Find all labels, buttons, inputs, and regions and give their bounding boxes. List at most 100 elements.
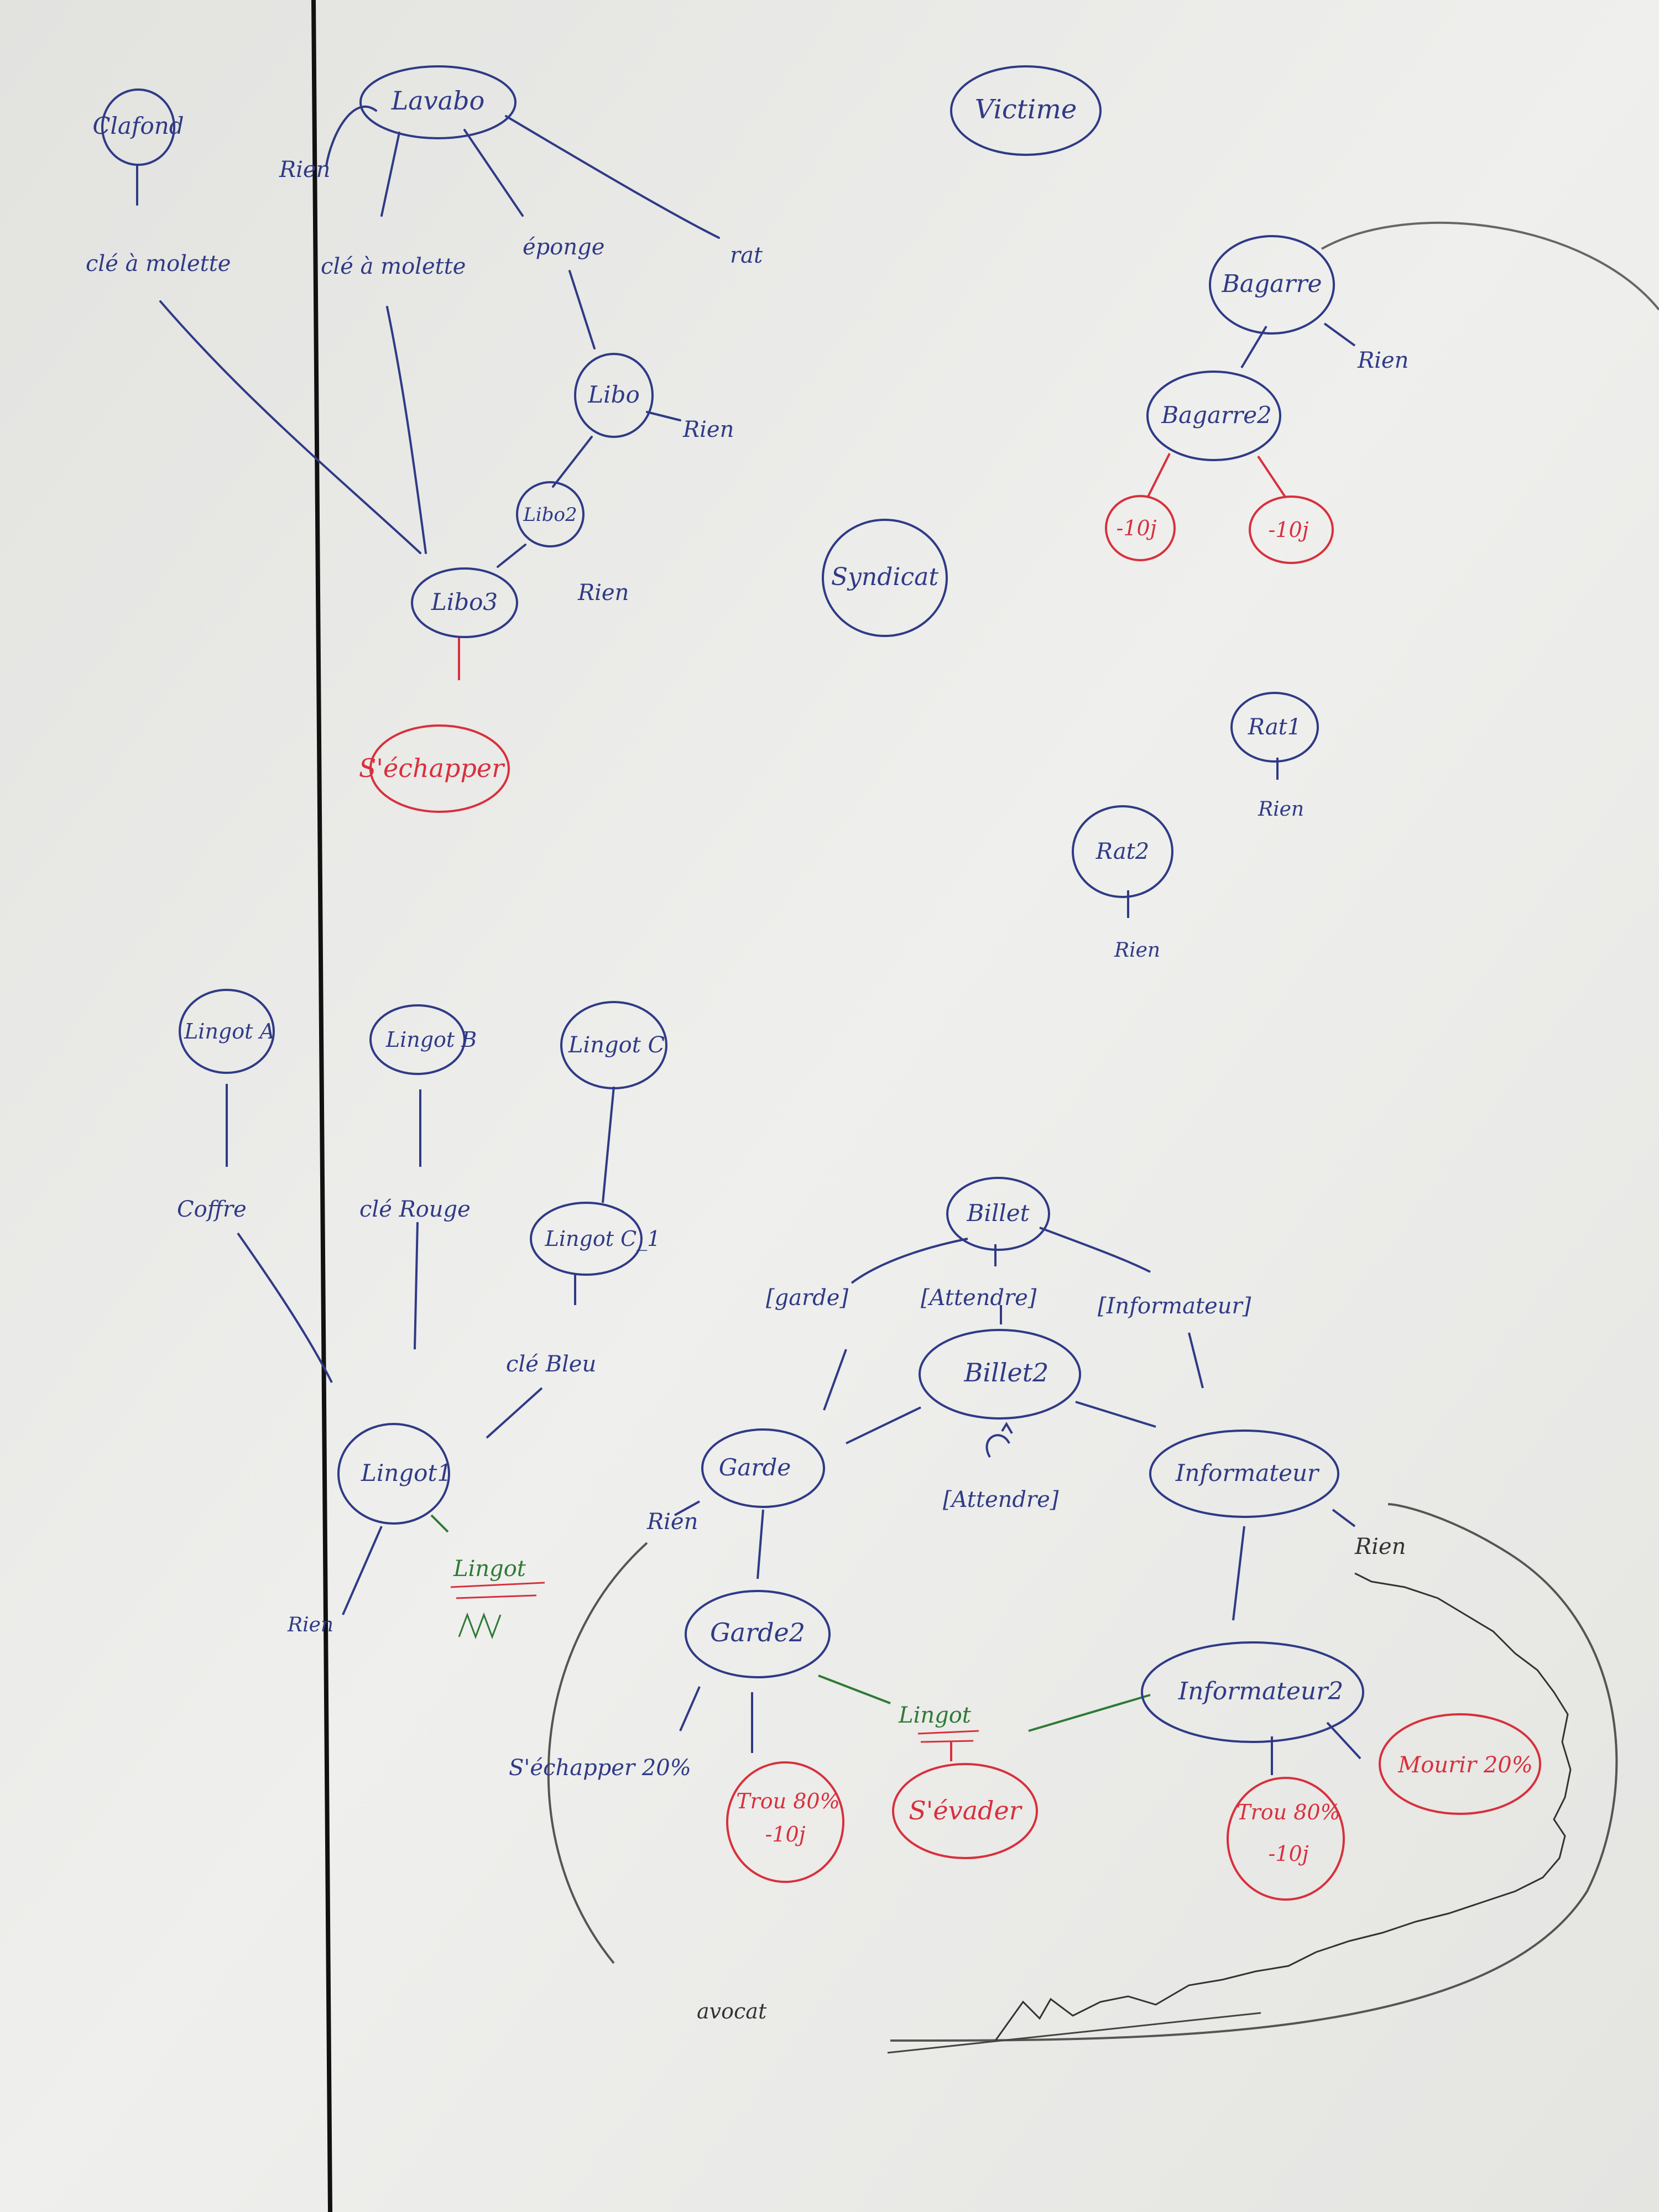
node-trou-info-penalty: -10j — [1269, 1841, 1309, 1866]
node-victime: Victime — [950, 65, 1102, 156]
pencil-avocat-enclosure — [547, 1503, 1618, 2042]
label-cle-rouge: clé Rouge — [359, 1197, 471, 1222]
label-rien-garde: Rien — [646, 1509, 698, 1535]
edge-lingot1-lingot — [430, 1514, 449, 1533]
node-s-echapper-label: S'échapper — [359, 753, 505, 783]
node-lingot-c1: Lingot C_1 — [530, 1202, 661, 1276]
label-s-echapper-20: S'échapper 20% — [509, 1755, 691, 1781]
label-lingot-green-2: Lingot — [898, 1703, 972, 1728]
node-lingot-c1-label: Lingot C_1 — [545, 1227, 661, 1251]
node-trou-garde: Trou 80% -10j — [726, 1761, 844, 1883]
node-informateur: Informateur — [1149, 1430, 1339, 1518]
node-libo: Libo — [574, 353, 654, 438]
scribble-green-1 — [458, 1612, 502, 1640]
label-rien-libo: Rien — [682, 417, 734, 442]
node-bagarre2: Bagarre2 — [1146, 371, 1281, 461]
label-cle-bleu: clé Bleu — [506, 1352, 596, 1377]
node-syndicat-label: Syndicat — [831, 563, 938, 591]
node-garde-label: Garde — [719, 1454, 791, 1481]
node-moins-10j-a-label: -10j — [1117, 516, 1157, 540]
node-s-evader-label: S'évader — [909, 1796, 1022, 1825]
label-cle-molette-1: clé à molette — [86, 251, 231, 276]
label-rien-libo2: Rien — [577, 580, 629, 606]
edges-billet — [674, 1227, 1361, 1775]
label-rien-lingot1: Rien — [287, 1614, 333, 1636]
node-trou-info-label: Trou 80% — [1237, 1800, 1340, 1824]
underline-lingot-green-2 — [917, 1730, 979, 1743]
node-billet-label: Billet — [967, 1199, 1030, 1227]
label-rien-informateur: Rien — [1354, 1534, 1406, 1559]
label-rien-bagarre: Rien — [1357, 348, 1408, 373]
label-rien-rat1: Rien — [1258, 798, 1304, 821]
node-libo3: Libo3 — [411, 567, 518, 638]
node-syndicat: Syndicat — [822, 519, 948, 637]
node-garde2-label: Garde2 — [710, 1618, 805, 1647]
node-lingot-c-label: Lingot C — [568, 1032, 665, 1058]
label-avocat: avocat — [697, 1999, 767, 2023]
node-s-evader: S'évader — [892, 1763, 1038, 1859]
node-billet2: Billet2 — [919, 1329, 1081, 1420]
node-rat1-label: Rat1 — [1248, 714, 1301, 740]
pencil-underline-bottom — [887, 2012, 1261, 2054]
node-trou-garde-penalty: -10j — [765, 1822, 806, 1846]
node-rat1: Rat1 — [1230, 692, 1319, 763]
node-trou-info: Trou 80% -10j — [1227, 1777, 1345, 1901]
edges-top-left — [136, 105, 720, 568]
node-rat2: Rat2 — [1072, 805, 1173, 898]
node-bagarre2-label: Bagarre2 — [1161, 401, 1272, 429]
label-opt-informateur: [Informateur] — [1098, 1293, 1251, 1319]
node-lingot-a-label: Lingot A — [184, 1019, 275, 1044]
node-informateur2-label: Informateur2 — [1178, 1677, 1344, 1705]
node-libo-label: Libo — [587, 381, 640, 408]
node-lingot1-label: Lingot1 — [361, 1459, 452, 1486]
label-eponge: éponge — [523, 234, 604, 260]
label-cle-molette-2: clé à molette — [321, 254, 466, 279]
edges-billet-green — [818, 1674, 1151, 1732]
node-libo2-label: Libo2 — [523, 504, 577, 526]
pencil-scribble-bottom — [994, 1572, 1572, 2041]
node-lingot-c: Lingot C — [560, 1001, 667, 1089]
node-garde2: Garde2 — [685, 1590, 831, 1678]
node-billet: Billet — [946, 1177, 1050, 1251]
node-victime-label: Victime — [975, 94, 1077, 125]
node-lavabo: Lavabo — [359, 65, 517, 139]
node-informateur-label: Informateur — [1175, 1459, 1320, 1486]
label-lingot-green-1: Lingot — [453, 1556, 526, 1582]
node-mourir-label: Mourir 20% — [1397, 1752, 1532, 1778]
edges-bagarre-red — [1146, 453, 1287, 499]
node-bagarre-label: Bagarre — [1221, 270, 1322, 298]
node-clafond: Clafond — [92, 88, 184, 166]
label-rien-lavabo: Rien — [279, 157, 330, 182]
node-garde: Garde — [701, 1428, 825, 1508]
node-clafond-label: Clafond — [92, 112, 184, 139]
node-mourir: Mourir 20% — [1379, 1713, 1541, 1815]
node-libo3-label: Libo3 — [431, 588, 498, 615]
label-rien-rat2: Rien — [1114, 939, 1160, 962]
label-coffre: Coffre — [177, 1197, 247, 1222]
loop-arrow-icon — [985, 1422, 1013, 1458]
label-opt-attendre: [Attendre] — [921, 1285, 1037, 1311]
label-opt-garde: [garde] — [766, 1285, 848, 1311]
label-opt-attendre-loop: [Attendre] — [943, 1487, 1059, 1512]
node-lavabo-label: Lavabo — [391, 86, 485, 116]
node-rat2-label: Rat2 — [1095, 839, 1149, 864]
underline-lingot-green-1 — [450, 1582, 545, 1599]
node-trou-garde-label: Trou 80% — [736, 1789, 839, 1813]
node-lingot-a: Lingot A — [179, 989, 275, 1074]
node-s-echapper: S'échapper — [359, 724, 510, 813]
node-moins-10j-b: -10j — [1249, 495, 1334, 564]
edges-lingot — [226, 1084, 615, 1615]
node-moins-10j-a: -10j — [1105, 495, 1176, 561]
node-libo2: Libo2 — [516, 481, 585, 547]
margin-line — [311, 0, 332, 2212]
node-lingot1: Lingot1 — [337, 1423, 452, 1525]
node-lingot-b: Lingot B — [369, 1004, 477, 1075]
node-lingot-b-label: Lingot B — [385, 1027, 477, 1052]
node-bagarre: Bagarre — [1209, 235, 1335, 335]
pencil-arc-bagarre — [1321, 221, 1659, 311]
node-informateur2: Informateur2 — [1141, 1641, 1364, 1743]
node-billet2-label: Billet2 — [964, 1358, 1049, 1387]
node-moins-10j-b-label: -10j — [1269, 518, 1309, 542]
